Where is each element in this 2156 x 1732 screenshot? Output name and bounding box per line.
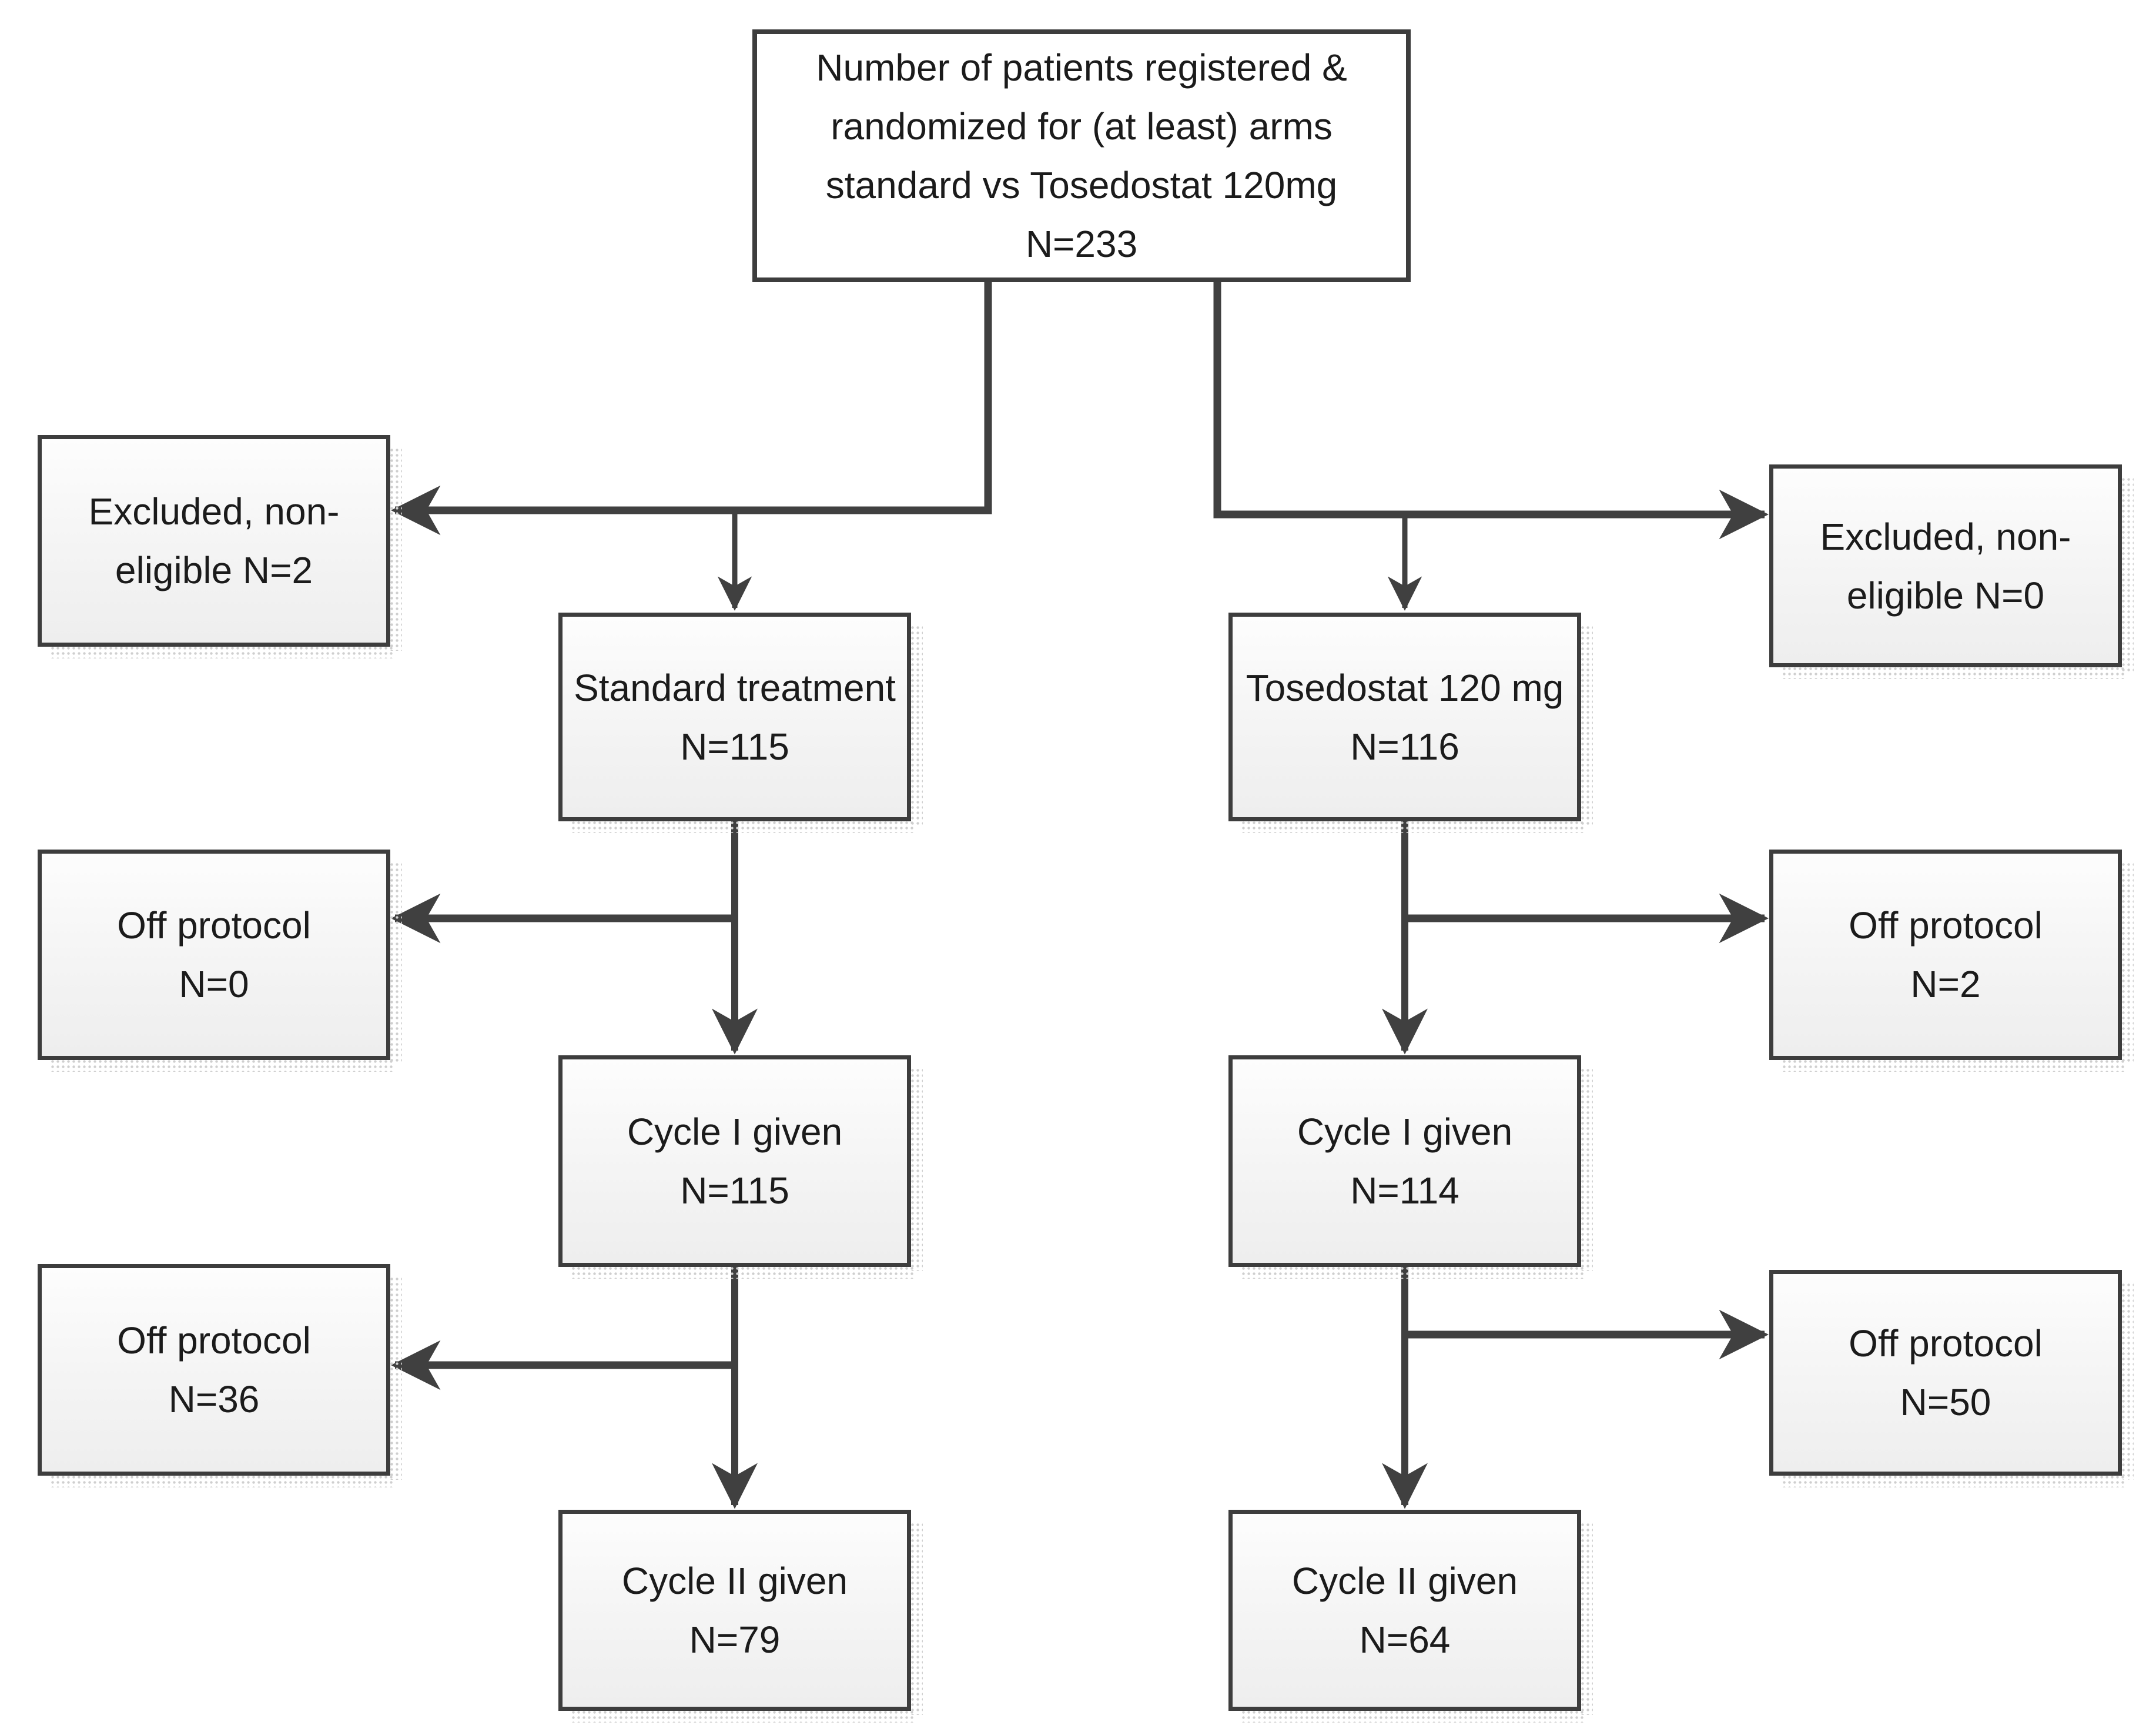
box-registered: Number of patients registered &randomize… (752, 29, 1411, 282)
box-excluded-standard-label: Excluded, non-eligible N=2 (88, 490, 340, 591)
box-excluded-tosedostat: Excluded, non-eligible N=0 (1769, 464, 2134, 679)
connector-registered-to-excluded-tosedostat (1213, 281, 1769, 540)
box-registered-label: Number of patients registered &randomize… (816, 46, 1347, 265)
connector-registered-to-excluded-standard (390, 281, 992, 536)
box-excluded-tosedostat-label: Excluded, non-eligible N=0 (1820, 515, 2071, 617)
box-excluded-standard: Excluded, non-eligible N=2 (38, 435, 402, 658)
